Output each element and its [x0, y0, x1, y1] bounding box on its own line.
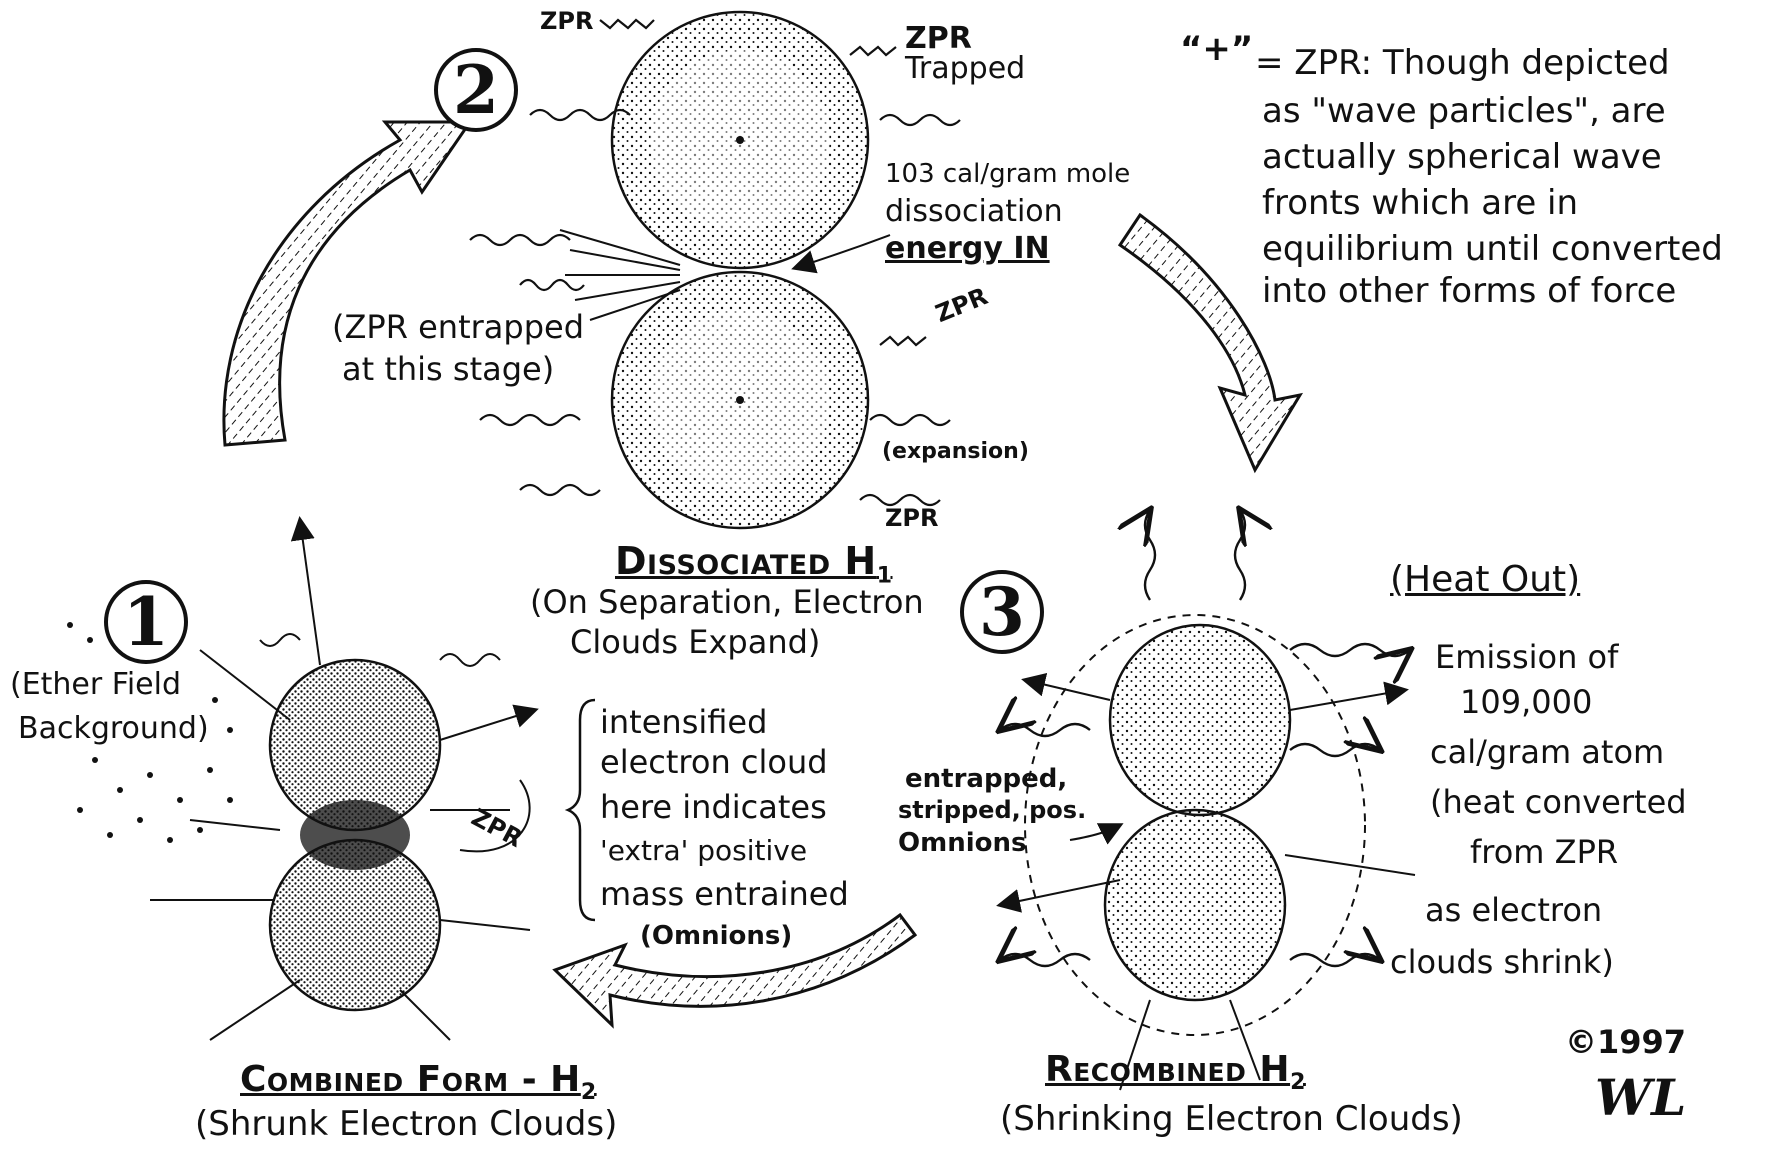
intensified-line-4: 'extra' positive	[600, 835, 807, 866]
expansion-label: (expansion)	[882, 440, 1029, 465]
zpr-label-bottom: ZPR	[885, 505, 938, 532]
recombined-atom-lower	[1105, 810, 1285, 1000]
emission-line-5: from ZPR	[1470, 835, 1618, 871]
legend-line-2: as "wave particles", are	[1262, 92, 1666, 130]
zpr-entrapped-line-2: at this stage)	[342, 352, 554, 388]
recombined-title: Recombined H2	[1045, 1050, 1306, 1096]
legend-line-6: into other forms of force	[1262, 272, 1676, 310]
copyright-label: ©1997	[1565, 1025, 1686, 1061]
emission-line-7: clouds shrink)	[1390, 945, 1614, 981]
ether-field-line-1: (Ether Field	[10, 668, 181, 702]
emission-line-3: cal/gram atom	[1430, 735, 1664, 771]
legend-line-1: = ZPR: Though depicted	[1255, 44, 1670, 82]
stage-number-2: 2	[434, 48, 518, 132]
emission-line-4: (heat converted	[1430, 785, 1687, 821]
dissociated-atom-bottom	[612, 272, 868, 528]
intensified-line-5: mass entrained	[600, 877, 849, 913]
signature: WL	[1595, 1070, 1686, 1126]
cycle-arrow-1-to-2	[224, 122, 470, 445]
emission-line-2: 109,000	[1460, 685, 1592, 721]
dissociation-energy-line-3: energy IN	[885, 232, 1050, 266]
entrapped-omnions-line-1: entrapped,	[905, 765, 1067, 794]
intensified-line-6: (Omnions)	[640, 922, 792, 951]
dissociation-energy-line-2: dissociation	[885, 195, 1063, 229]
combined-atom-overlap	[300, 800, 410, 870]
recombined-caption: (Shrinking Electron Clouds)	[1000, 1100, 1463, 1138]
entrapped-omnions-line-3: Omnions	[898, 829, 1026, 858]
stage-number-1: 1	[104, 580, 188, 664]
zpr-entrapped-line-1: (ZPR entrapped	[332, 310, 584, 346]
zpr-label-top-left: ZPR	[540, 8, 593, 35]
zpr-legend-symbol: “+”	[1180, 30, 1253, 68]
emission-line-1: Emission of	[1435, 640, 1618, 676]
stage-number-3: 3	[960, 570, 1044, 654]
zpr-trapped-label-2: Trapped	[905, 52, 1025, 86]
intensified-line-1: intensified	[600, 705, 767, 741]
dissociation-energy-line-1: 103 cal/gram mole	[885, 160, 1130, 189]
heat-out-label: (Heat Out)	[1390, 560, 1580, 600]
legend-line-5: equilibrium until converted	[1262, 230, 1723, 268]
combined-caption: (Shrunk Electron Clouds)	[195, 1105, 617, 1143]
intensified-brace	[568, 700, 595, 920]
emission-line-6: as electron	[1425, 893, 1602, 929]
ether-field-line-2: Background)	[18, 712, 209, 746]
dissociated-caption-line-2: Clouds Expand)	[570, 625, 820, 661]
legend-line-3: actually spherical wave	[1262, 138, 1662, 176]
intensified-line-3: here indicates	[600, 790, 827, 826]
dissociated-atom-top	[612, 12, 868, 268]
dissociated-caption-line-1: (On Separation, Electron	[530, 585, 924, 621]
legend-line-4: fronts which are in	[1262, 184, 1578, 222]
entrapped-omnions-line-2: stripped, pos.	[898, 797, 1086, 824]
recombined-atom-upper	[1110, 625, 1290, 815]
dissociated-title: Dissociated H1	[615, 540, 893, 589]
combined-title: Combined Form - H2	[240, 1060, 597, 1106]
intensified-line-2: electron cloud	[600, 745, 828, 781]
